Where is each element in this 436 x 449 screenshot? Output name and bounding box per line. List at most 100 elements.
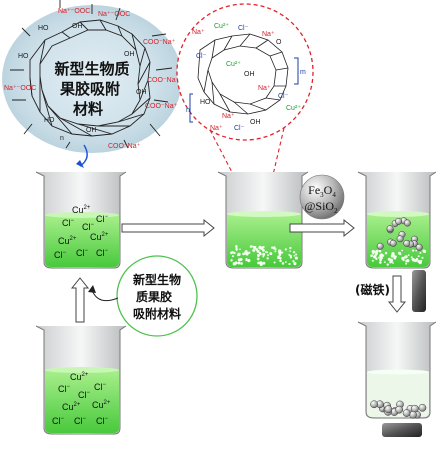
zoom-cl-1: Cl⁻	[238, 25, 249, 32]
sediment-dot	[374, 254, 377, 257]
zoom-na-plus-2: Na⁺	[262, 31, 275, 38]
b1-cl-2: Cl−	[96, 214, 109, 224]
magnetic-particle	[402, 409, 411, 417]
sediment-dot	[284, 261, 287, 263]
sediment-dot	[421, 256, 424, 259]
sediment-dot	[295, 257, 298, 260]
label-oh-4: OH	[86, 127, 97, 134]
sediment-dot	[375, 257, 378, 260]
label-oh-2: OH	[124, 51, 135, 58]
sediment-dot	[292, 260, 295, 263]
sio2-label: @SiO2	[304, 199, 338, 215]
fe3o4-sio2-sphere: Fe3O4 @SiO2	[299, 174, 345, 220]
magnetic-particle	[386, 225, 394, 233]
b4-cl-4: Cl−	[52, 416, 65, 426]
magnetic-particle	[396, 235, 404, 243]
zoom-cl-4: Cl⁻	[234, 125, 245, 132]
sediment-dot	[249, 245, 253, 248]
sediment-dot	[284, 248, 287, 251]
sediment-dot	[239, 248, 241, 250]
sediment-dot	[278, 253, 282, 256]
sediment-dot	[262, 261, 266, 265]
sediment-dot	[392, 262, 394, 264]
sediment-dot	[271, 246, 274, 249]
sediment-dot	[262, 255, 265, 258]
sediment-dot	[289, 256, 293, 259]
sediment-dot	[414, 259, 418, 263]
label-na-ooc-2: Na⁺⁻OOC	[98, 11, 130, 18]
sediment-dot	[293, 262, 297, 266]
label-na-ooc-1: Na⁺⁻OOC	[58, 8, 90, 15]
zoom-oh-1: OH	[244, 71, 255, 78]
sediment-dots-3	[370, 249, 427, 266]
b1-cl-3: Cl−	[82, 222, 95, 232]
sediment-dot	[389, 261, 392, 264]
label-n: n	[60, 135, 64, 142]
zoom-cl-2: Cl⁻	[196, 53, 207, 60]
magnetic-particle	[384, 405, 393, 414]
b1-cu-1: Cu2+	[72, 205, 91, 215]
sediment-dot	[398, 251, 401, 255]
sediment-dot	[237, 258, 241, 262]
sediment-dot	[390, 258, 393, 261]
sediment-dot	[262, 252, 266, 256]
sediment-dot	[292, 250, 296, 254]
sediment-dot	[279, 259, 282, 263]
sediment-dot	[383, 261, 386, 264]
zoom-cu2-2: Cu²⁺	[226, 61, 241, 68]
sediment-dot	[274, 250, 277, 253]
b4-cl-1: Cl−	[58, 384, 71, 394]
sediment-dot	[295, 253, 298, 256]
zoom-na-plus-1: Na⁺	[192, 29, 205, 36]
sediment-dot	[378, 249, 382, 253]
sediment-dot	[280, 251, 284, 254]
b4-cu-1: Cu2+	[70, 372, 89, 382]
sediment-dot	[244, 250, 248, 254]
sediment-dot	[248, 251, 251, 254]
sediment-dot	[406, 258, 409, 262]
magnetic-particle	[376, 242, 384, 250]
sediment-dot	[420, 259, 423, 262]
zoom-circle: Na⁺ Cu²⁺ Cl⁻ Cl⁻ Na⁺ O Cu²⁺ OH Na⁺ Cl⁻ C…	[176, 3, 314, 141]
sediment-dot	[410, 256, 413, 259]
b4-cl-2: Cl−	[94, 382, 107, 392]
sediment-dot	[281, 262, 285, 265]
sediment-dot	[247, 258, 251, 263]
fe3o4-label: Fe3O4	[308, 183, 336, 199]
zoom-na-plus-3: Na⁺	[258, 85, 271, 92]
sediment-dot	[246, 252, 249, 255]
collected-particles	[370, 400, 427, 419]
sediment-dot	[233, 251, 236, 255]
sediment-dot	[255, 248, 259, 251]
b1-cu-3: Cu2+	[90, 232, 109, 242]
zoom-n: n	[186, 107, 190, 114]
label-na-ooc-3: Na⁺⁻OOC	[4, 85, 36, 92]
sediment-dot	[417, 255, 420, 258]
magnetic-particle	[395, 405, 404, 414]
b4-cl-5: Cl−	[74, 416, 87, 426]
label-coo-na-2: COO⁻Na⁺	[147, 77, 180, 84]
sediment-dot	[293, 254, 296, 257]
sediment-dot	[256, 257, 260, 261]
sediment-dot	[401, 256, 405, 261]
zoom-m: m	[300, 69, 306, 76]
magnetic-particle	[403, 239, 411, 247]
sediment-dot	[267, 254, 269, 257]
sediment-dot	[244, 252, 247, 255]
sediment-dot	[257, 261, 260, 265]
sediment-dot	[404, 255, 408, 259]
magnet-label: (磁铁)	[355, 282, 390, 297]
adsorbent-label-line-1: 新型生物质	[54, 60, 129, 78]
sediment-dot	[375, 249, 379, 253]
b1-cl-1: Cl−	[62, 218, 75, 228]
b1-cl-6: Cl−	[96, 248, 109, 258]
magnetic-particle	[418, 403, 427, 412]
label-ho-1: HO	[38, 25, 49, 32]
sediment-dot	[266, 251, 269, 254]
sediment-dot	[384, 251, 388, 255]
b4-cu-3: Cu2+	[92, 400, 111, 410]
label-coo-na-3: COO⁻Na⁺	[145, 103, 178, 110]
sediment-dot	[231, 255, 234, 258]
sediment-dot	[252, 248, 256, 252]
